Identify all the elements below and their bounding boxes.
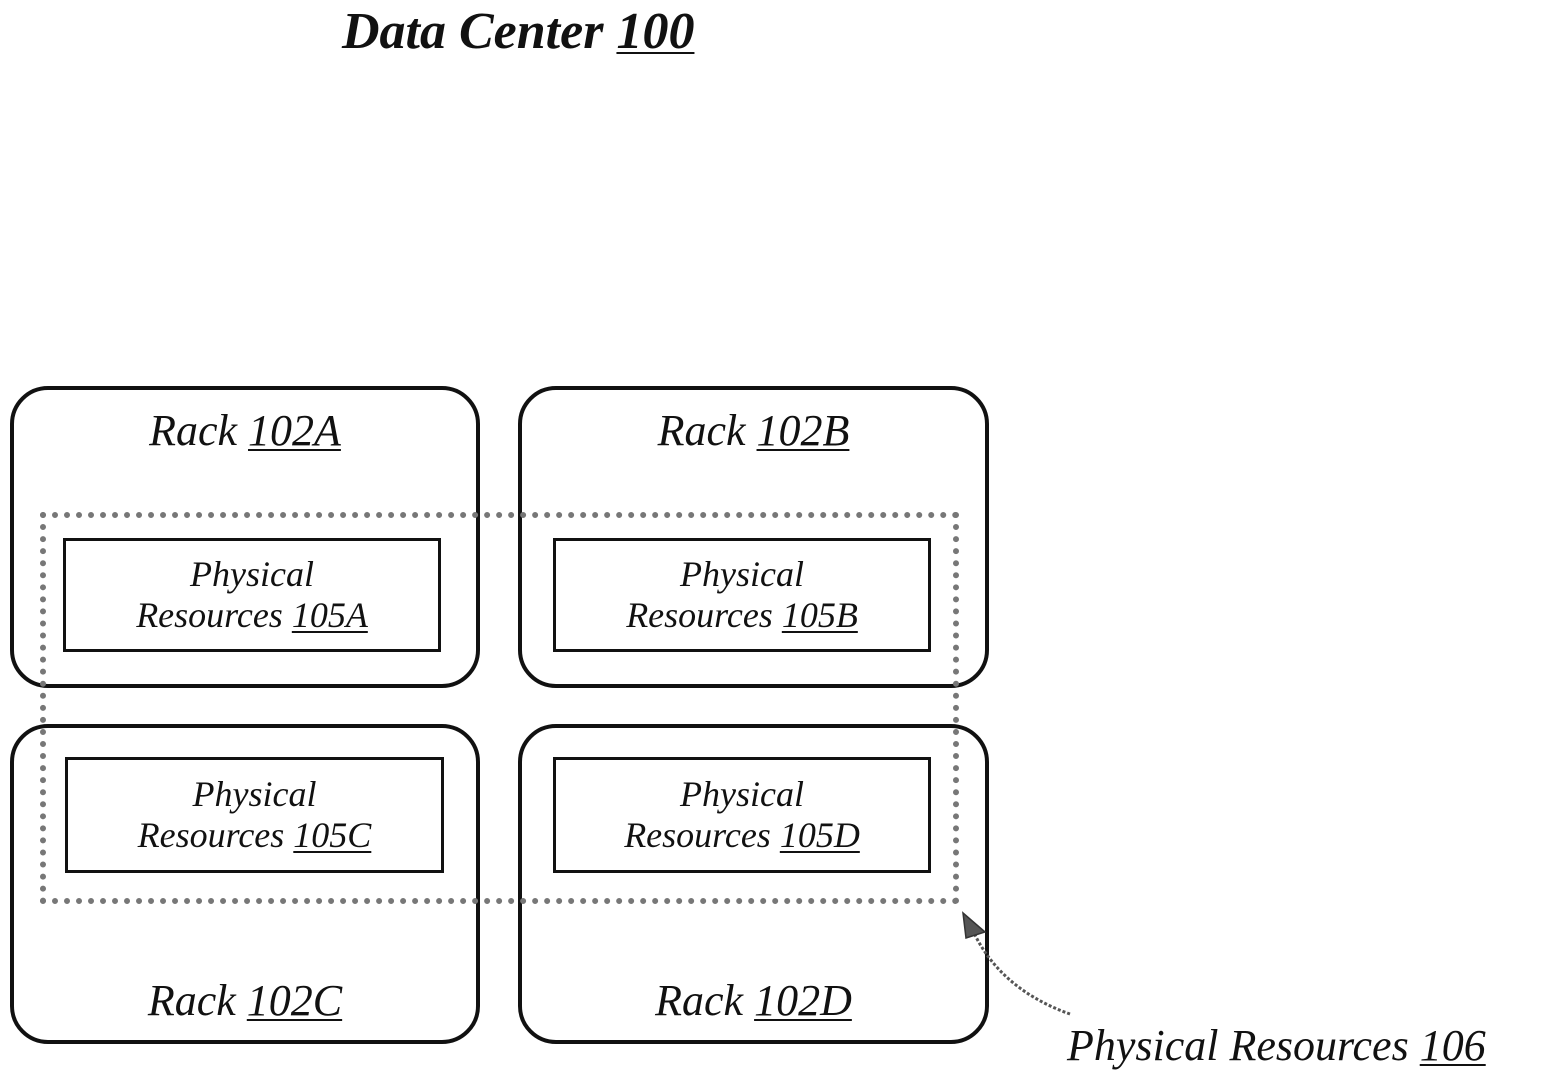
physical-resources-106-label: Physical Resources 106: [1067, 1018, 1486, 1074]
